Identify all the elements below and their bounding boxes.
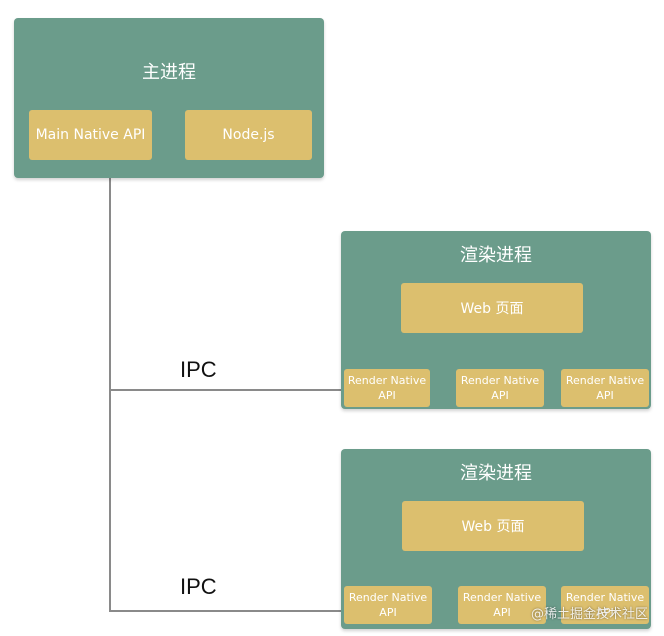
render-native-api-box-1-1: Render Native API [344,369,430,407]
web-page-box-1: Web 页面 [401,283,583,333]
nodejs-box: Node.js [185,110,312,160]
render-process-box-1: 渲染进程 Web 页面 Render Native API Render Nat… [341,231,651,409]
main-process-box: 主进程 Main Native API Node.js [14,18,324,178]
render-native-api-label: Render Native [565,374,645,387]
render-native-api-label: Render Native [460,374,540,387]
render-process-title-2: 渲染进程 [460,463,532,484]
render-process-title-1: 渲染进程 [460,245,532,266]
watermark-text: @稀土掘金技术社区 [530,607,648,622]
render-native-api-sublabel: API [493,606,511,619]
web-page-box-2: Web 页面 [402,501,584,551]
render-native-api-box-1-2: Render Native API [456,369,544,407]
render-native-api-sublabel: API [491,389,509,402]
render-native-api-sublabel: API [596,606,614,619]
render-native-api-box-2-1: Render Native API [344,586,432,624]
render-native-api-sublabel: API [378,389,396,402]
main-process-title: 主进程 [142,62,196,83]
ipc-label-1: IPC [180,357,217,382]
render-native-api-box-1-3: Render Native API [561,369,649,407]
main-trunk-line [109,178,111,612]
render-native-api-box-2-3: Render Native API [561,586,649,624]
render-native-api-label: Render Native [462,591,542,604]
render-native-api-label: Render Native [347,374,427,387]
render-process-box-2: 渲染进程 Web 页面 Render Native API Render Nat… [341,449,651,629]
main-native-api-box: Main Native API [29,110,152,160]
ipc-label-2: IPC [180,574,217,599]
render-native-api-sublabel: API [379,606,397,619]
render-native-api-sublabel: API [596,389,614,402]
render-native-api-label: Render Native [565,591,645,604]
render-native-api-label: Render Native [348,591,428,604]
ipc-branch-line-1 [109,389,341,391]
render-native-api-box-2-2: Render Native API [458,586,546,624]
ipc-branch-line-2 [109,610,341,612]
